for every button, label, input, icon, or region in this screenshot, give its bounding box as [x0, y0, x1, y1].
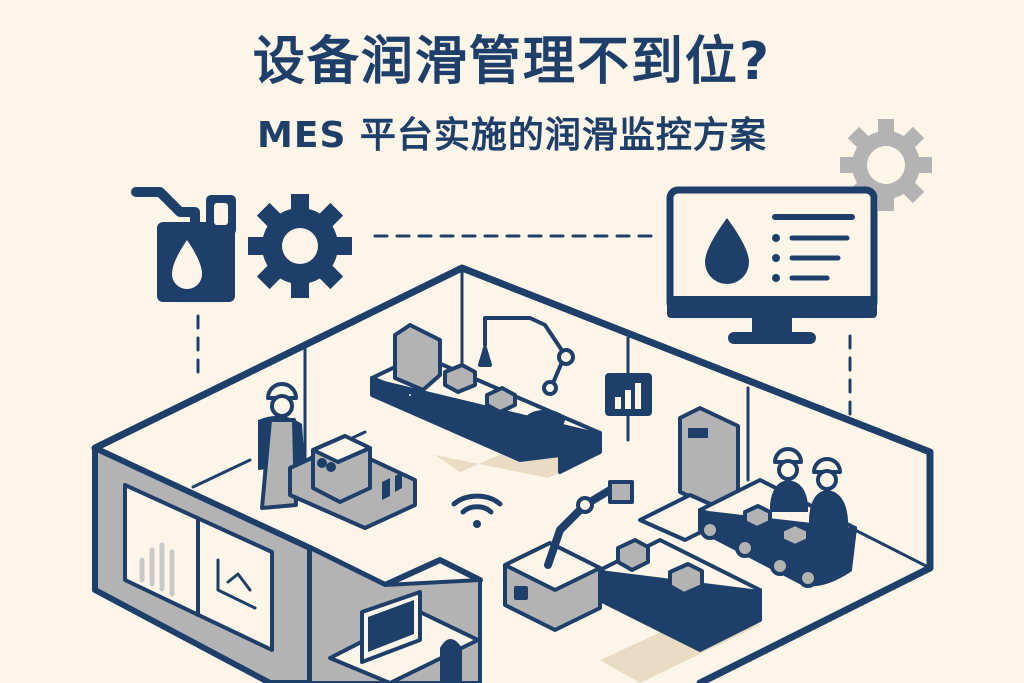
operator-desk	[328, 590, 480, 683]
monitor-oil-drop-icon	[666, 186, 878, 344]
dashed-connectors	[196, 234, 852, 417]
bar-chart-icon	[605, 373, 652, 416]
worker-with-hardhat	[258, 382, 305, 510]
box-machine	[288, 434, 417, 530]
wifi-icon	[451, 493, 503, 528]
two-workers	[770, 447, 848, 532]
page-subtitle: MES 平台实施的润滑监控方案	[257, 115, 767, 156]
packaging-conveyor	[503, 480, 762, 683]
conveyor-with-robot-arm	[370, 316, 602, 478]
page-title: 设备润滑管理不到位?	[252, 32, 772, 92]
gear-icon	[248, 194, 352, 298]
scanner-conveyor	[638, 406, 857, 588]
oil-can-icon	[131, 187, 236, 302]
